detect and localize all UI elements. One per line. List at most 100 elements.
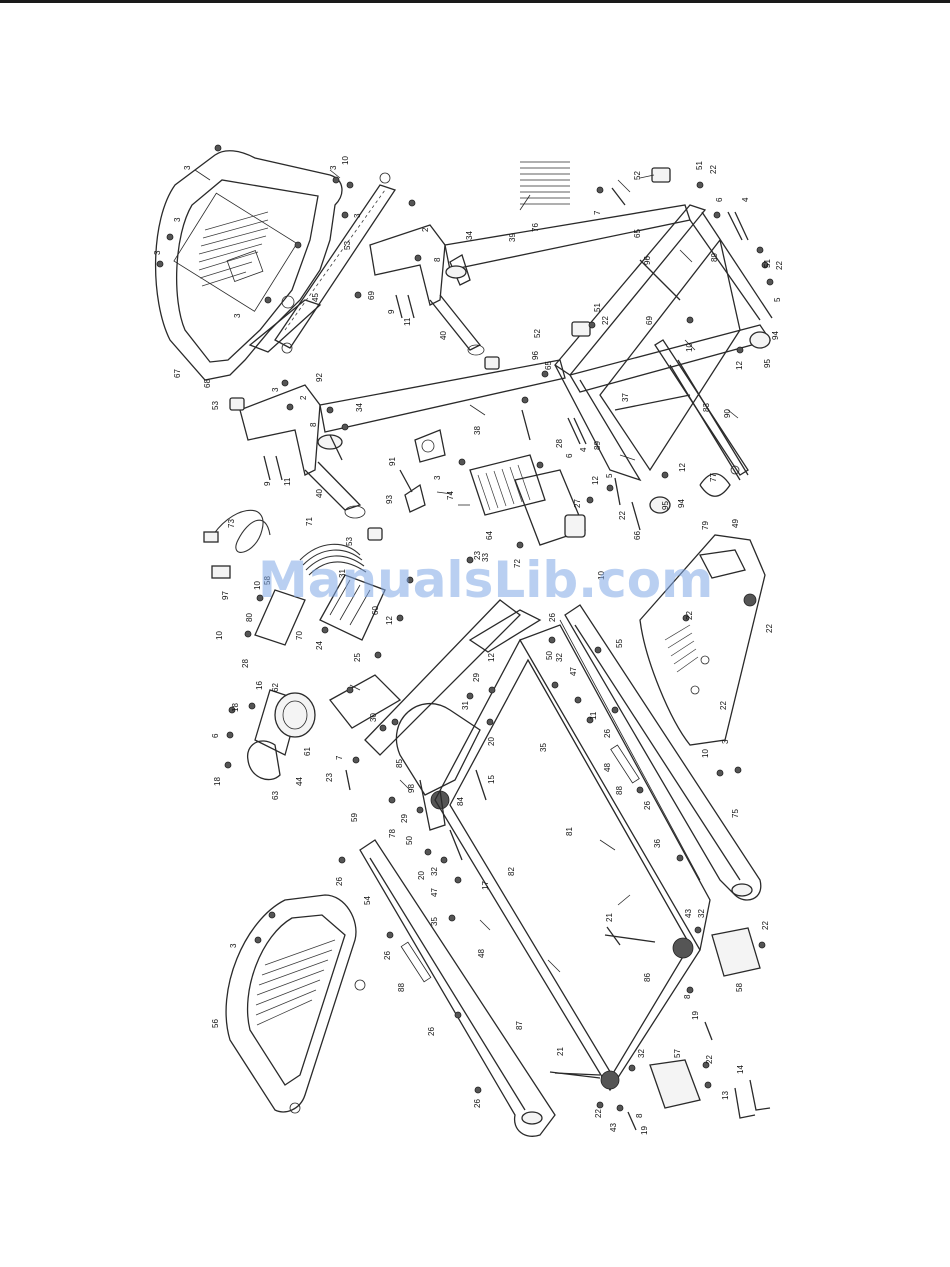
part-label: 8 — [309, 422, 318, 427]
part-label: 51 — [763, 259, 772, 268]
fastener-drawings — [156, 144, 774, 1131]
part-label: 3 — [721, 739, 730, 744]
part-label: 19 — [691, 1011, 700, 1020]
part-label: 51 — [593, 303, 602, 312]
part-label: 4 — [579, 447, 588, 452]
part-label: 2 — [299, 395, 308, 400]
part-label: 15 — [487, 775, 496, 784]
part-label: 44 — [295, 777, 304, 786]
part-label: 53 — [211, 401, 220, 410]
part-label: 8 — [683, 994, 692, 999]
part-label: 10 — [253, 581, 262, 590]
part-label: 81 — [565, 827, 574, 836]
part-label: 58 — [263, 576, 272, 585]
part-label: 43 — [609, 1123, 618, 1132]
part-label: 84 — [456, 797, 465, 806]
part-label: 19 — [640, 1126, 649, 1135]
part-label: 69 — [367, 291, 376, 300]
part-label: 21 — [556, 1047, 565, 1056]
lift-actuator-drawing — [654, 339, 749, 476]
part-label: 26 — [603, 729, 612, 738]
part-label: 35 — [430, 917, 439, 926]
part-label: 22 — [685, 611, 694, 620]
part-label: 50 — [545, 651, 554, 660]
part-label: 26 — [643, 801, 652, 810]
part-label: 87 — [515, 1021, 524, 1030]
part-label: 22 — [719, 701, 728, 710]
part-label: 3 — [233, 313, 242, 318]
part-label: 65 — [633, 229, 642, 238]
part-label: 20 — [487, 737, 496, 746]
part-label: 56 — [211, 1019, 220, 1028]
part-label: 47 — [430, 888, 439, 897]
part-label: 3 — [271, 387, 280, 392]
part-label: 36 — [653, 839, 662, 848]
part-label: 37 — [621, 393, 630, 402]
part-label: 53 — [343, 241, 352, 250]
wrench-drawings — [734, 1079, 771, 1119]
part-label: 89 — [710, 253, 719, 262]
part-label: 11 — [589, 711, 598, 720]
part-label: 31 — [338, 569, 347, 578]
part-label: 67 — [173, 369, 182, 378]
part-label: 94 — [677, 499, 686, 508]
part-label: 32 — [430, 867, 439, 876]
part-label: 65 — [544, 361, 553, 370]
part-label: 3 — [353, 213, 362, 218]
cable-bundle-drawing — [299, 543, 367, 576]
part-label: 69 — [645, 316, 654, 325]
part-label: 76 — [531, 223, 540, 232]
part-label: 75 — [731, 809, 740, 818]
part-label: 49 — [731, 519, 740, 528]
part-label: 3 — [183, 165, 192, 170]
part-label: 64 — [485, 531, 494, 540]
part-label: 4 — [741, 197, 750, 202]
part-label: 39 — [508, 233, 517, 242]
left-upright-drawing — [239, 359, 566, 519]
part-label: 28 — [555, 439, 564, 448]
part-label: 91 — [388, 457, 397, 466]
part-label: 50 — [405, 836, 414, 845]
part-label: 16 — [255, 681, 264, 690]
part-label: 62 — [271, 683, 280, 692]
roller-foot-drawings — [571, 167, 771, 514]
part-label: 70 — [295, 631, 304, 640]
part-label: 30 — [369, 713, 378, 722]
rear-guard-drawing — [225, 894, 366, 1114]
part-label: 96 — [643, 256, 652, 265]
part-label: 11 — [283, 477, 292, 486]
part-label: 24 — [315, 641, 324, 650]
part-label: 61 — [303, 747, 312, 756]
part-label: 5 — [773, 297, 782, 302]
part-label: 18 — [213, 777, 222, 786]
part-label: 22 — [601, 316, 610, 325]
part-label: 74 — [446, 491, 455, 500]
part-label: 3 — [433, 475, 442, 480]
part-label: 3 — [329, 165, 338, 170]
part-label: 22 — [594, 1109, 603, 1118]
strap-drawings — [520, 161, 570, 205]
part-label: 26 — [548, 613, 557, 622]
part-label: 59 — [350, 813, 359, 822]
part-label: 80 — [245, 613, 254, 622]
part-label: 33 — [481, 553, 490, 562]
part-label: 95 — [763, 359, 772, 368]
part-label: 26 — [473, 1099, 482, 1108]
part-label: 22 — [761, 921, 770, 930]
part-label: 32 — [697, 909, 706, 918]
part-label: 12 — [385, 616, 394, 625]
part-label: 63 — [271, 791, 280, 800]
part-label: 10 — [597, 571, 606, 580]
part-label: 52 — [533, 329, 542, 338]
part-label: 85 — [395, 759, 404, 768]
end-cap-drawings — [229, 356, 500, 541]
part-label: 12 — [735, 361, 744, 370]
part-label: 60 — [371, 606, 380, 615]
part-label: 77 — [709, 473, 718, 482]
part-labels: 3 10 3 3 3 67 68 53 45 3 3 69 2 8 9 11 4… — [153, 156, 784, 1135]
part-label: 72 — [513, 559, 522, 568]
part-label: 13 — [721, 1091, 730, 1100]
part-label: 79 — [701, 521, 710, 530]
part-label: 34 — [465, 231, 474, 240]
part-label: 3 — [153, 250, 162, 255]
